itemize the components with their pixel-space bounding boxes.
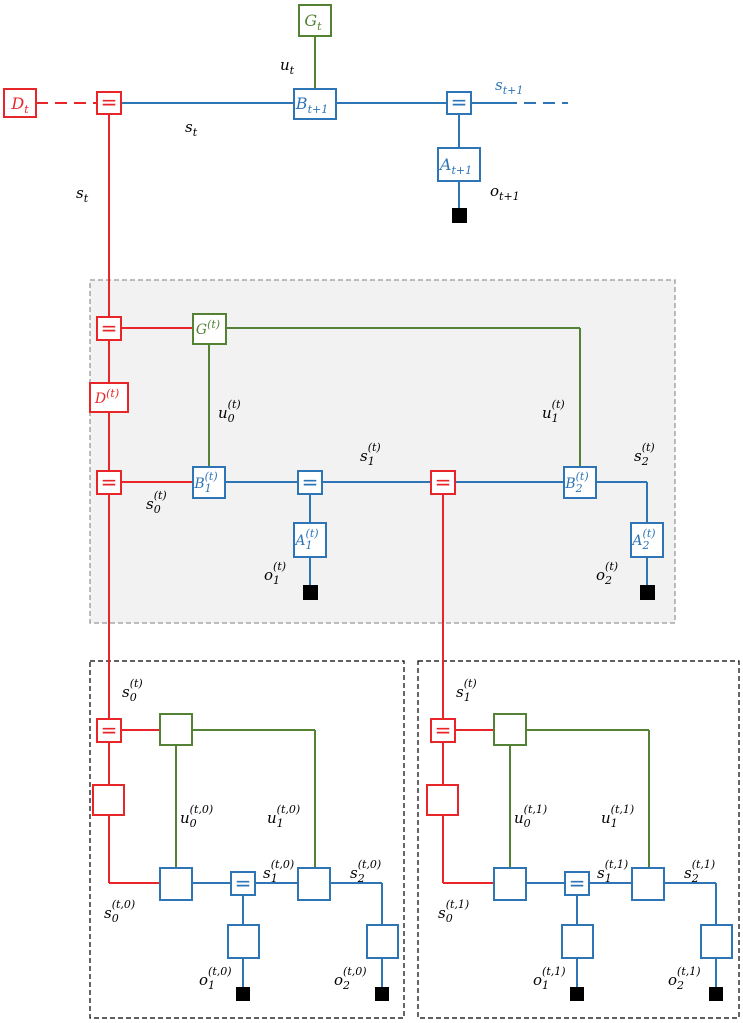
node-B1-mid: B1(t) [192,466,226,499]
observation-node-t1 [452,208,467,223]
eq-node-mid-3: = [297,470,323,495]
bottom_left-node-a1 [227,924,260,959]
bottom_right-label-s-in: s1(t) [456,677,477,704]
svg-text:=: = [101,470,118,494]
bottom_right-label-u1: u1(t,1) [601,803,634,830]
svg-text:=: = [101,316,118,340]
bottom_left-observation-node-1 [236,987,250,1001]
eq-node-mid-4: = [430,470,456,495]
bottom_left-eq-node-blue: = [230,871,256,896]
bottom_right-node-d [426,784,459,816]
svg-text:=: = [302,470,319,494]
bottom_left-eq-node-blue-symbol: = [235,871,252,895]
label-o2-mid: o2(t) [596,560,618,587]
eq-node-top-red: = [96,90,122,115]
eq-node-mid-1: = [96,316,122,341]
svg-text:D(t): D(t) [94,387,119,407]
label-u-t: ut [280,56,295,77]
svg-text:G(t): G(t) [196,318,220,338]
label-s1-mid: s1(t) [360,441,381,468]
node-D-t-label: Dt [10,94,29,116]
bottom_left-label-s1: s1(t,0) [263,858,294,885]
bottom_right-observation-node-1 [570,987,584,1001]
bottom_left-label-s0: s0(t,0) [104,898,135,925]
bottom_right-node-b1 [631,867,665,901]
bottom_left-label-o2: o2(t,0) [334,965,367,992]
node-G-t-mid: G(t) [192,313,227,345]
bottom-right-panel [417,660,740,1019]
bottom_left-label-o1: o1(t,0) [199,965,232,992]
bottom_left-observation-node-2 [375,987,389,1001]
node-B-t1: Bt+1 [293,88,337,120]
node-A1-mid: A1(t) [293,522,327,558]
bottom_right-label-o2: o2(t,1) [668,965,701,992]
label-s-t-horizontal: st [185,118,198,139]
bottom_right-node-a1 [561,924,594,959]
svg-text:At+1: At+1 [438,155,472,177]
bottom_right-label-o1: o1(t,1) [533,965,566,992]
node-D-t: Dt [3,88,37,118]
bottom_left-label-u0: u0(t,0) [180,803,213,830]
bottom_left-node-g [159,713,193,746]
svg-text:=: = [451,90,468,114]
bottom_right-label-s2: s2(t,1) [684,858,715,885]
bottom_left-node-b1 [297,867,331,901]
node-A2-mid: A2(t) [630,522,664,558]
eq-node-mid-2: = [96,470,122,495]
svg-text:A1(t): A1(t) [293,527,318,552]
bottom_right-label-s1: s1(t,1) [597,858,628,885]
bottom_right-node-a2 [700,924,733,959]
svg-text:B1(t): B1(t) [193,470,217,495]
bottom_left-eq-node-red-symbol: = [101,718,118,742]
middle-panel [89,279,676,624]
bottom_right-eq-node-blue-symbol: = [569,871,586,895]
bottom_right-eq-node-blue: = [564,871,590,896]
bottom_left-eq-node-red: = [96,718,122,743]
label-s2-mid: s2(t) [634,441,655,468]
svg-text:=: = [101,90,118,114]
label-o1-mid: o1(t) [264,560,286,587]
svg-text:Bt+1: Bt+1 [295,94,328,116]
bottom-left-panel [89,660,405,1019]
node-G-t: Gt [298,4,332,37]
label-s-t1: st+1 [495,76,523,97]
bottom_left-label-s-in: s0(t) [122,677,143,704]
svg-text:A2(t): A2(t) [630,527,655,552]
label-s0-mid: s0(t) [146,489,167,516]
bottom_right-eq-node-red-symbol: = [435,718,452,742]
label-s-t-vertical: st [76,184,89,205]
bottom_right-node-b0 [493,867,527,901]
bottom_left-node-d [92,784,125,816]
label-u1-mid: u1(t) [542,398,565,425]
bottom_right-node-g [493,713,527,746]
label-u0-mid: u0(t) [218,398,241,425]
eq-node-top-blue: = [446,90,472,115]
svg-text:B2(t): B2(t) [564,470,588,495]
bottom_right-observation-node-2 [709,987,723,1001]
label-o-t1: ot+1 [490,182,520,203]
bottom_left-label-s2: s2(t,0) [350,858,381,885]
svg-text:Gt: Gt [304,11,322,33]
bottom_left-label-u1: u1(t,0) [267,803,300,830]
node-A-t1: At+1 [437,147,481,182]
observation-node-mid-1 [303,585,318,600]
node-D-t-mid: D(t) [89,382,129,413]
bottom_left-node-b0 [159,867,193,901]
bottom_right-eq-node-red: = [430,718,456,743]
bottom_left-node-a2 [366,924,399,959]
bottom_right-label-s0: s0(t,1) [438,898,469,925]
bottom_right-label-u0: u0(t,1) [514,803,547,830]
node-B2-mid: B2(t) [563,466,597,499]
svg-text:=: = [435,470,452,494]
observation-node-mid-2 [640,585,655,600]
